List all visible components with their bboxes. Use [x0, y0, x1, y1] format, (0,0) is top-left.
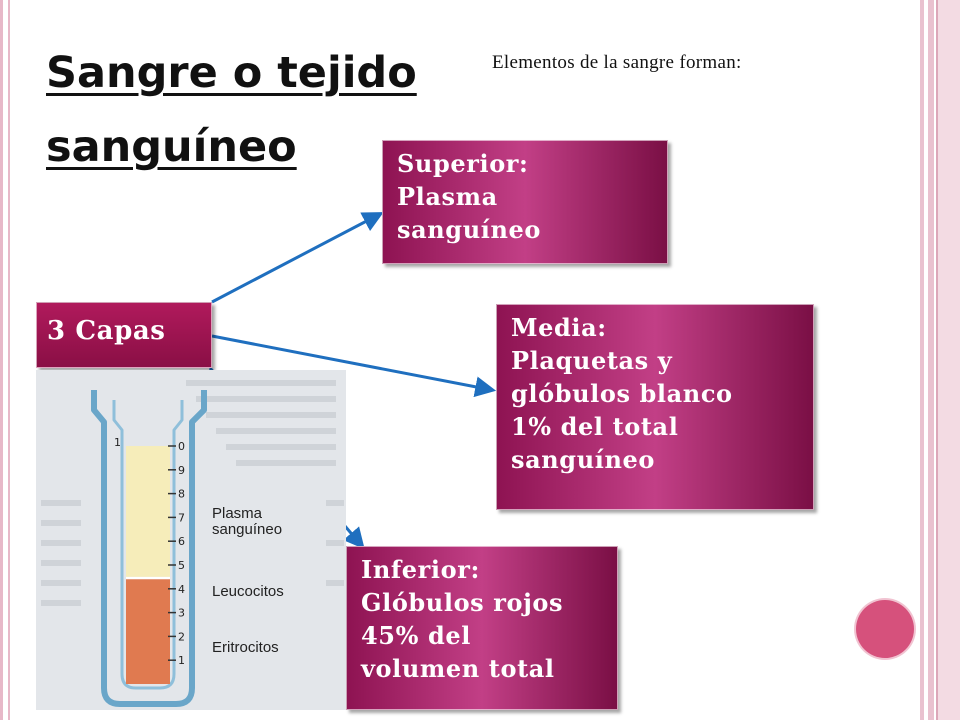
scale-label: 6 [178, 535, 185, 548]
scale-label: 8 [178, 488, 185, 501]
page-title: Sangre o tejido sanguíneo [46, 36, 466, 184]
tube-top-left-mark: 1 [114, 436, 121, 449]
box-media-line: Plaquetas y [511, 346, 673, 375]
scale-label: 9 [178, 464, 185, 477]
box-superior-line: sanguíneo [397, 215, 541, 244]
scale-label: 1 [178, 654, 185, 667]
center-box-label: 3 Capas [47, 316, 166, 346]
scale-label: 2 [178, 630, 185, 643]
arrow-to-superior [211, 212, 384, 304]
box-inferior-line: Glóbulos rojos [361, 588, 564, 617]
right-decorative-stripe [920, 0, 924, 720]
box-media-line: 1% del total [511, 412, 679, 441]
box-superior-line: Plasma [397, 182, 498, 211]
box-superior-line: Superior: [397, 149, 529, 178]
left-decorative-border [0, 0, 10, 720]
box-media: Media: Plaquetas y glóbulos blanco 1% de… [496, 304, 814, 510]
scale-label: 4 [178, 583, 185, 596]
box-media-line: glóbulos blanco [511, 379, 733, 408]
box-inferior-line: 45% del [361, 621, 471, 650]
center-box-3-capas: 3 Capas [36, 302, 212, 368]
figure-label-plasma-2: sanguíneo [212, 521, 282, 538]
box-inferior-line: volumen total [361, 654, 555, 683]
figure-label-eritrocitos: Eritrocitos [212, 639, 279, 656]
scale-label: 0 [178, 440, 185, 453]
figure-label-plasma-1: Plasma [212, 505, 263, 522]
box-media-line: Media: [511, 313, 607, 342]
right-decorative-stripe [928, 0, 934, 720]
right-decorative-band [936, 0, 960, 720]
decorative-circle [856, 600, 914, 658]
title-line-1: Sangre o tejido [46, 48, 417, 98]
leucocitos-layer [126, 576, 170, 580]
box-inferior-line: Inferior: [361, 555, 480, 584]
eritrocitos-layer [126, 579, 170, 684]
test-tube-svg: 0 9 8 7 6 5 4 3 2 1 1 Plasma sanguíneo Leucocitos… [41, 380, 344, 707]
scale-label: 5 [178, 559, 185, 572]
scale-label: 3 [178, 607, 185, 620]
box-media-line: sanguíneo [511, 445, 655, 474]
scale-label: 7 [178, 511, 185, 524]
subtitle: Elementos de la sangre forman: [492, 52, 742, 73]
plasma-layer [126, 446, 170, 577]
title-line-2: sanguíneo [46, 122, 297, 172]
box-superior: Superior: Plasma sanguíneo [382, 140, 668, 264]
box-inferior: Inferior: Glóbulos rojos 45% del volumen… [346, 546, 618, 710]
figure-label-leucocitos: Leucocitos [212, 583, 284, 600]
test-tube-figure: 0 9 8 7 6 5 4 3 2 1 1 Plasma sanguíneo Leucocitos… [36, 370, 346, 710]
